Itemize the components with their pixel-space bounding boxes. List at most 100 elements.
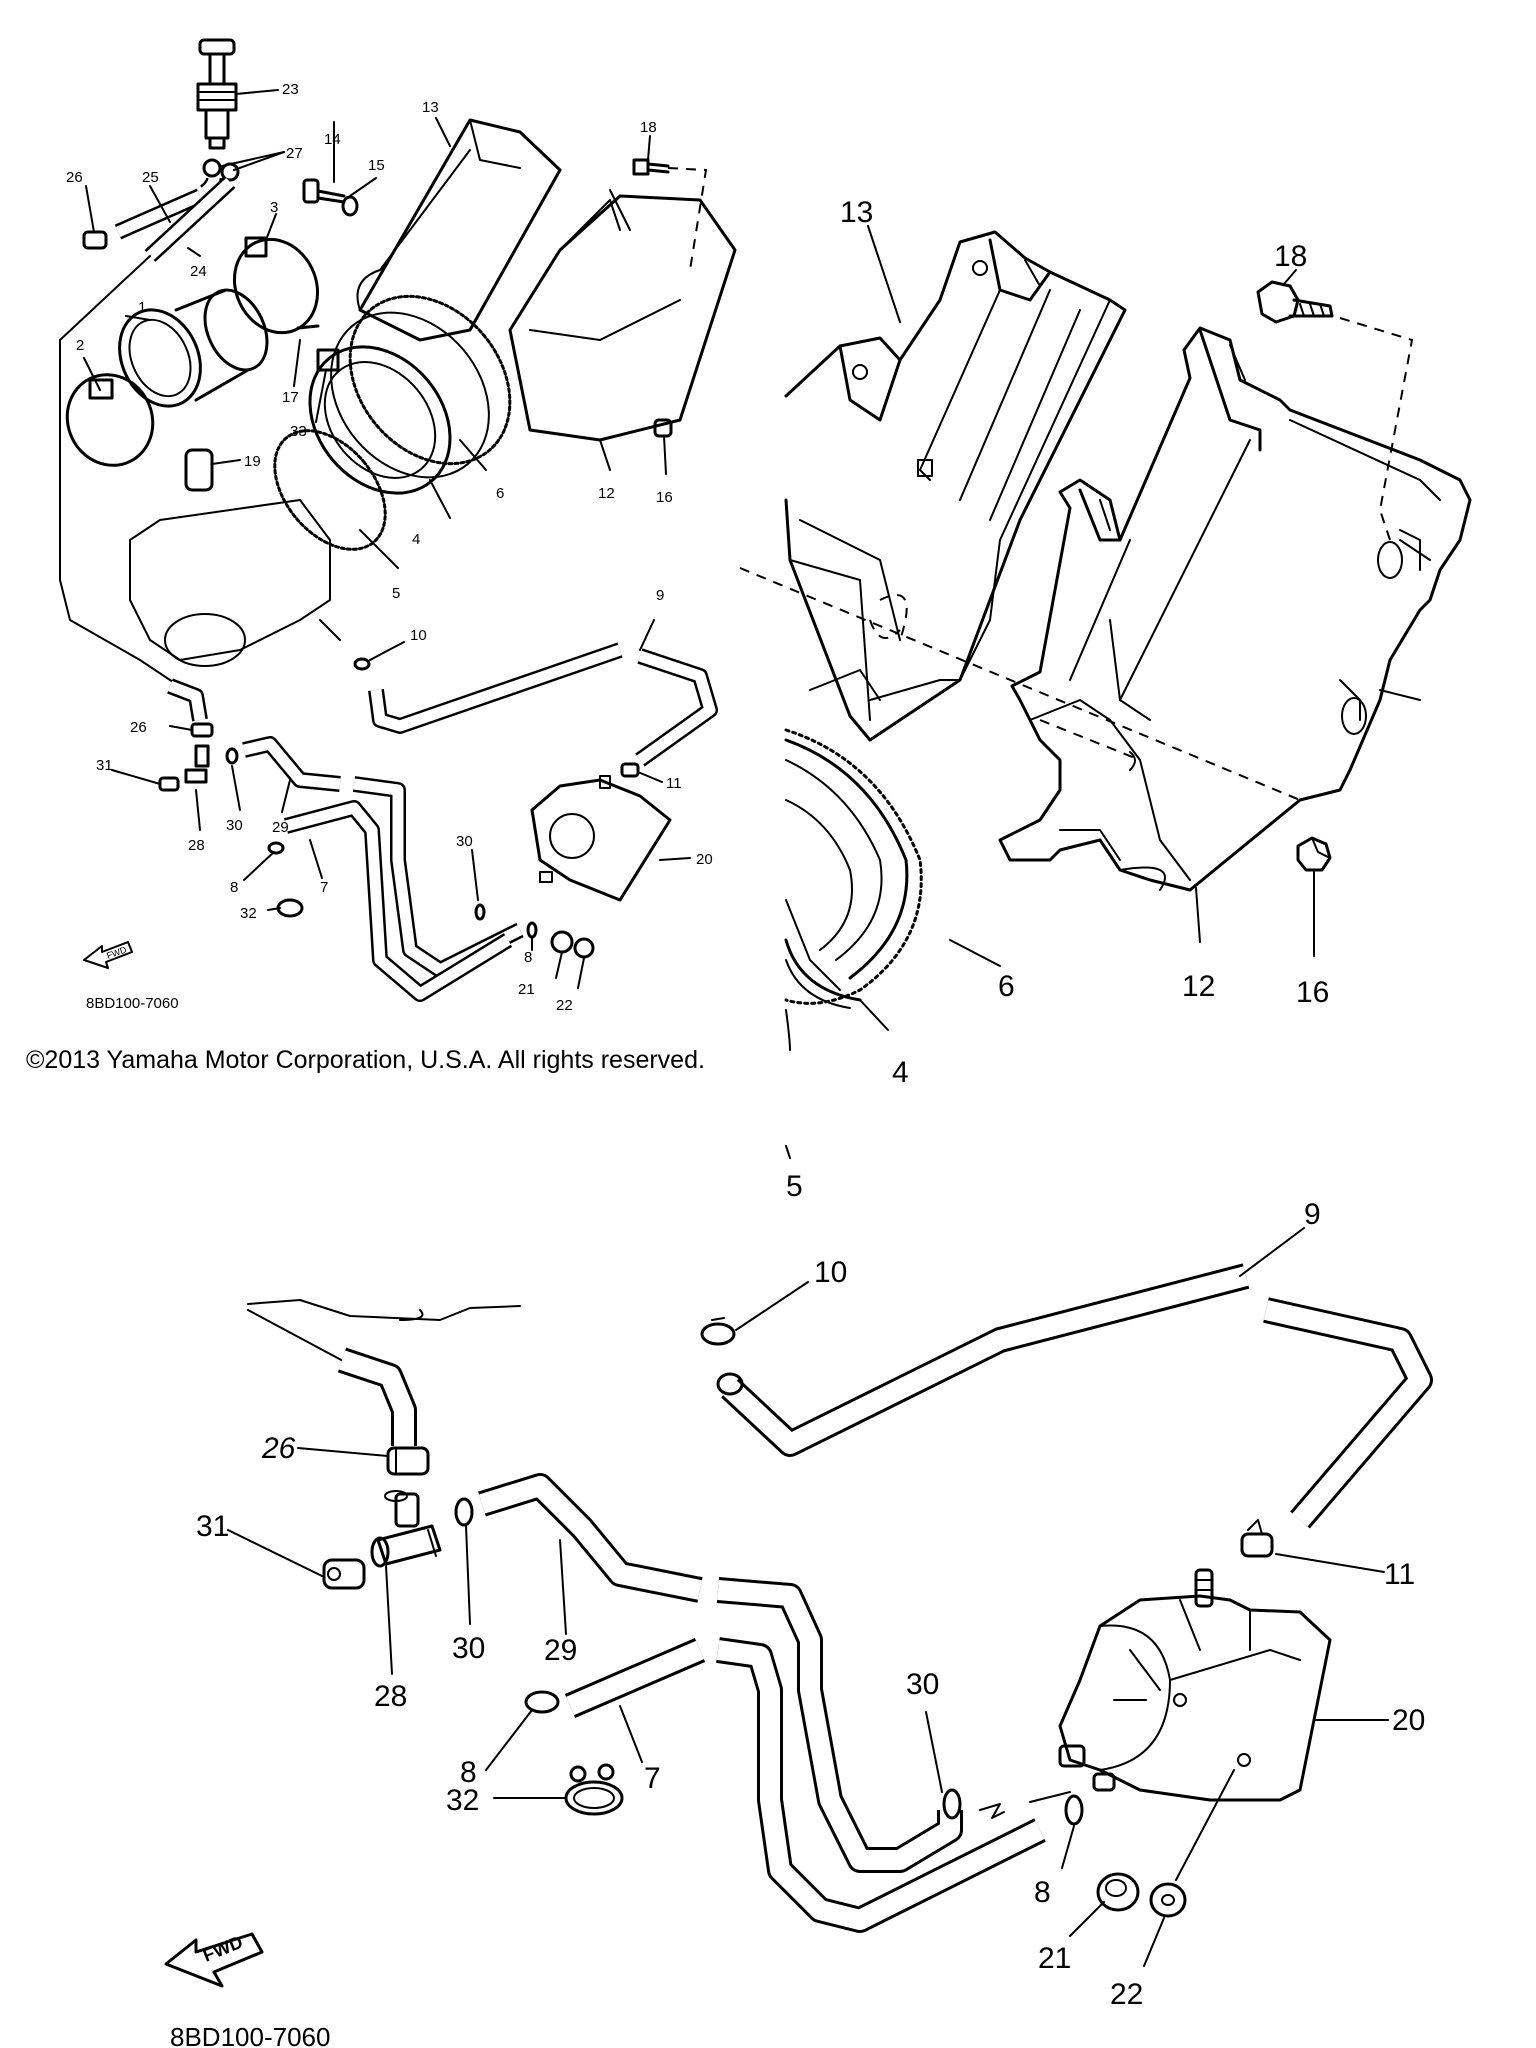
overview-label-3: 3 [270,199,278,216]
carburetor-outline-detail [399,1309,424,1321]
overview-label-2: 2 [76,337,84,354]
overview-label-26b: 26 [130,719,147,736]
overview-leader-lines [83,89,691,989]
overview-label-8: 8 [230,879,238,896]
detail-label-30b: 30 [906,1668,939,1701]
overview-label-31: 31 [96,757,113,774]
part-10-clip-detail [700,1317,736,1346]
overview-outline-line [59,255,151,341]
overview-label-5: 5 [392,585,400,602]
part-22-washer-overview [573,937,595,959]
part-18-bolt-detail [1256,280,1334,324]
part-23-plunger [196,38,238,150]
overview-label-18: 18 [640,119,657,136]
detail-label-10: 10 [814,1256,847,1289]
part-3-clamp [232,236,320,335]
overview-label-17: 17 [282,389,299,406]
overview-label-16: 16 [656,489,673,506]
detail-label-4: 4 [892,1056,909,1089]
overview-label-30: 30 [226,817,243,834]
overview-label-11: 11 [666,775,682,792]
pump-outlet-line [979,1803,1005,1819]
part-26-hose-overview [167,678,208,722]
alignment-line-detail [1339,317,1414,541]
overview-label-32: 32 [240,905,257,922]
overview-label-24: 24 [190,263,207,280]
fwd-arrow-detail: FWD [164,1932,264,1988]
part-28-fitting-detail [370,1490,442,1568]
detail-label-12: 12 [1182,970,1215,1003]
part-13-airbox-cover [356,118,562,342]
part-1-boot [118,288,269,408]
detail-label-31: 31 [196,1510,229,1543]
part-5-ring-overview [273,429,387,551]
part-long-hose-detail [716,1577,1046,1933]
carburetor-outline-detail [247,1299,521,1321]
part-29-hose-overview [242,736,341,792]
part-26-clamp-overview [190,722,214,738]
detail-fuel-hoses: FWD 8BD100-7060 9 10 11 26 31 [164,1198,1433,2048]
part-13-airbox-cover-detail [784,230,1127,742]
overview-label-12: 12 [598,485,615,502]
detail-label-28: 28 [374,1680,407,1713]
part-9-hose-overview [368,642,718,767]
part-19-cap [184,448,214,492]
detail-label-26: 26 [261,1432,296,1465]
overview-label-27: 27 [286,145,303,162]
overview-label-26: 26 [66,169,83,186]
part-8-clip-detail-2 [1064,1794,1084,1826]
pump-outlet-line [1029,1791,1071,1803]
overview-label-29: 29 [272,819,289,836]
overview-label-8b: 8 [524,949,532,966]
detail-bottom-leader-lines [227,1227,1389,1967]
part-26-clamp [82,230,108,250]
overview-label-13: 13 [422,99,439,116]
detail-label-5: 5 [786,1170,803,1203]
detail-label-8: 8 [460,1756,477,1789]
overview-label-10: 10 [410,627,427,644]
part-4-joint-detail [784,728,923,1051]
detail-label-16: 16 [1296,976,1329,1009]
part-21-cap-overview [550,930,574,954]
copyright-text: ©2013 Yamaha Motor Corporation, U.S.A. A… [26,1046,705,1074]
part-30-clip-overview [225,747,239,765]
diagram-code-detail: 8BD100-7060 [170,2022,330,2048]
part-20-pump-detail [1058,1568,1332,1802]
diagram-code-overview: 8BD100-7060 [86,995,179,1012]
overview-label-21: 21 [518,981,535,998]
overview-diagram: 8BD100-7060 FWD [59,38,737,1014]
overview-outline-line [59,339,201,701]
part-30-clip-overview-2 [474,903,486,921]
part-29-hose-detail [478,1473,703,1603]
detail-label-22: 22 [1110,1978,1143,2011]
part-26-hose-detail [337,1347,417,1446]
part-28-fitting-overview [184,744,210,784]
overview-label-23: 23 [282,81,299,98]
detail-label-20: 20 [1392,1704,1425,1737]
part-32-clamp-detail [564,1763,624,1816]
part-17-screw [296,324,320,330]
detail-label-18: 18 [1274,240,1307,273]
part-12-airbox [508,189,737,442]
overview-label-9: 9 [656,587,664,604]
part-11-clamp-overview [620,762,640,778]
overview-label-6: 6 [496,485,504,502]
part-2-clamp [65,373,155,467]
part-25-hose [114,177,222,240]
overview-label-7: 7 [320,879,328,896]
fwd-arrow-overview [83,941,133,969]
part-11-clamp-detail [1240,1519,1274,1558]
part-7-hose-overview [283,776,524,1002]
part-16-nut-detail [1296,836,1332,872]
part-15-washer [341,195,359,217]
part-8-clip-overview-2 [526,921,538,939]
alignment-line-detail [739,567,1301,801]
part-14-bolt [302,178,346,204]
part-8-clip-detail [524,1690,560,1714]
carburetor-outline [129,499,341,667]
part-21-cap-detail [1096,1872,1140,1912]
part-7-hose-detail [564,1638,706,1718]
overview-label-1: 1 [138,299,146,316]
overview-label-14: 14 [324,131,341,148]
